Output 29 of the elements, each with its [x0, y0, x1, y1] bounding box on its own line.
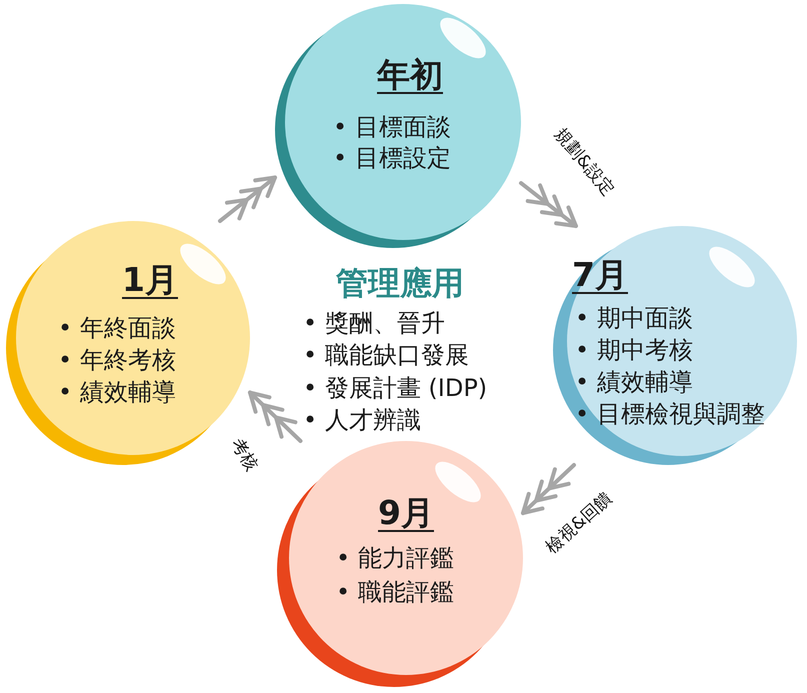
bullet-item: • 能力評鑑 [336, 543, 454, 574]
bullet-item: • 職能缺口發展 [303, 340, 470, 372]
bullet-item: • 期中考核 [575, 335, 694, 366]
bullet-item: • 目標設定 [333, 143, 451, 174]
bubble-node [277, 441, 523, 687]
bubble-title: 7月 [572, 254, 628, 296]
bullet-item: • 年終面談 [58, 313, 176, 344]
bullet-item: • 年終考核 [58, 345, 176, 376]
bullet-item: • 人才辨識 [303, 404, 422, 436]
section-heading: 管理應用 [336, 263, 464, 303]
bullet-item: • 期中面談 [575, 303, 694, 334]
edge-label: 考核 [226, 435, 262, 475]
edge-label: 規劃&設定 [550, 124, 618, 200]
bullet-item: • 績效輔導 [58, 377, 176, 408]
bullet-item: • 職能評鑑 [336, 577, 454, 608]
edge-label: 檢視&回饋 [542, 488, 616, 558]
arrow [218, 175, 278, 224]
arrow [248, 390, 303, 444]
bubble-node [275, 4, 521, 248]
bullet-item: • 目標面談 [333, 112, 451, 143]
bubble-title: 年初 [377, 54, 443, 96]
bullet-item: • 獎酬、晉升 [303, 308, 446, 339]
bubble-title: 1月 [122, 259, 178, 301]
bullet-item: • 目標檢視與調整 [575, 399, 765, 430]
bullet-item: • 發展計畫 (IDP) [303, 372, 488, 404]
bubble-node [553, 226, 797, 465]
bullet-item: • 績效輔導 [575, 367, 694, 398]
arrow [520, 462, 576, 516]
bubble-title: 9月 [378, 492, 434, 534]
